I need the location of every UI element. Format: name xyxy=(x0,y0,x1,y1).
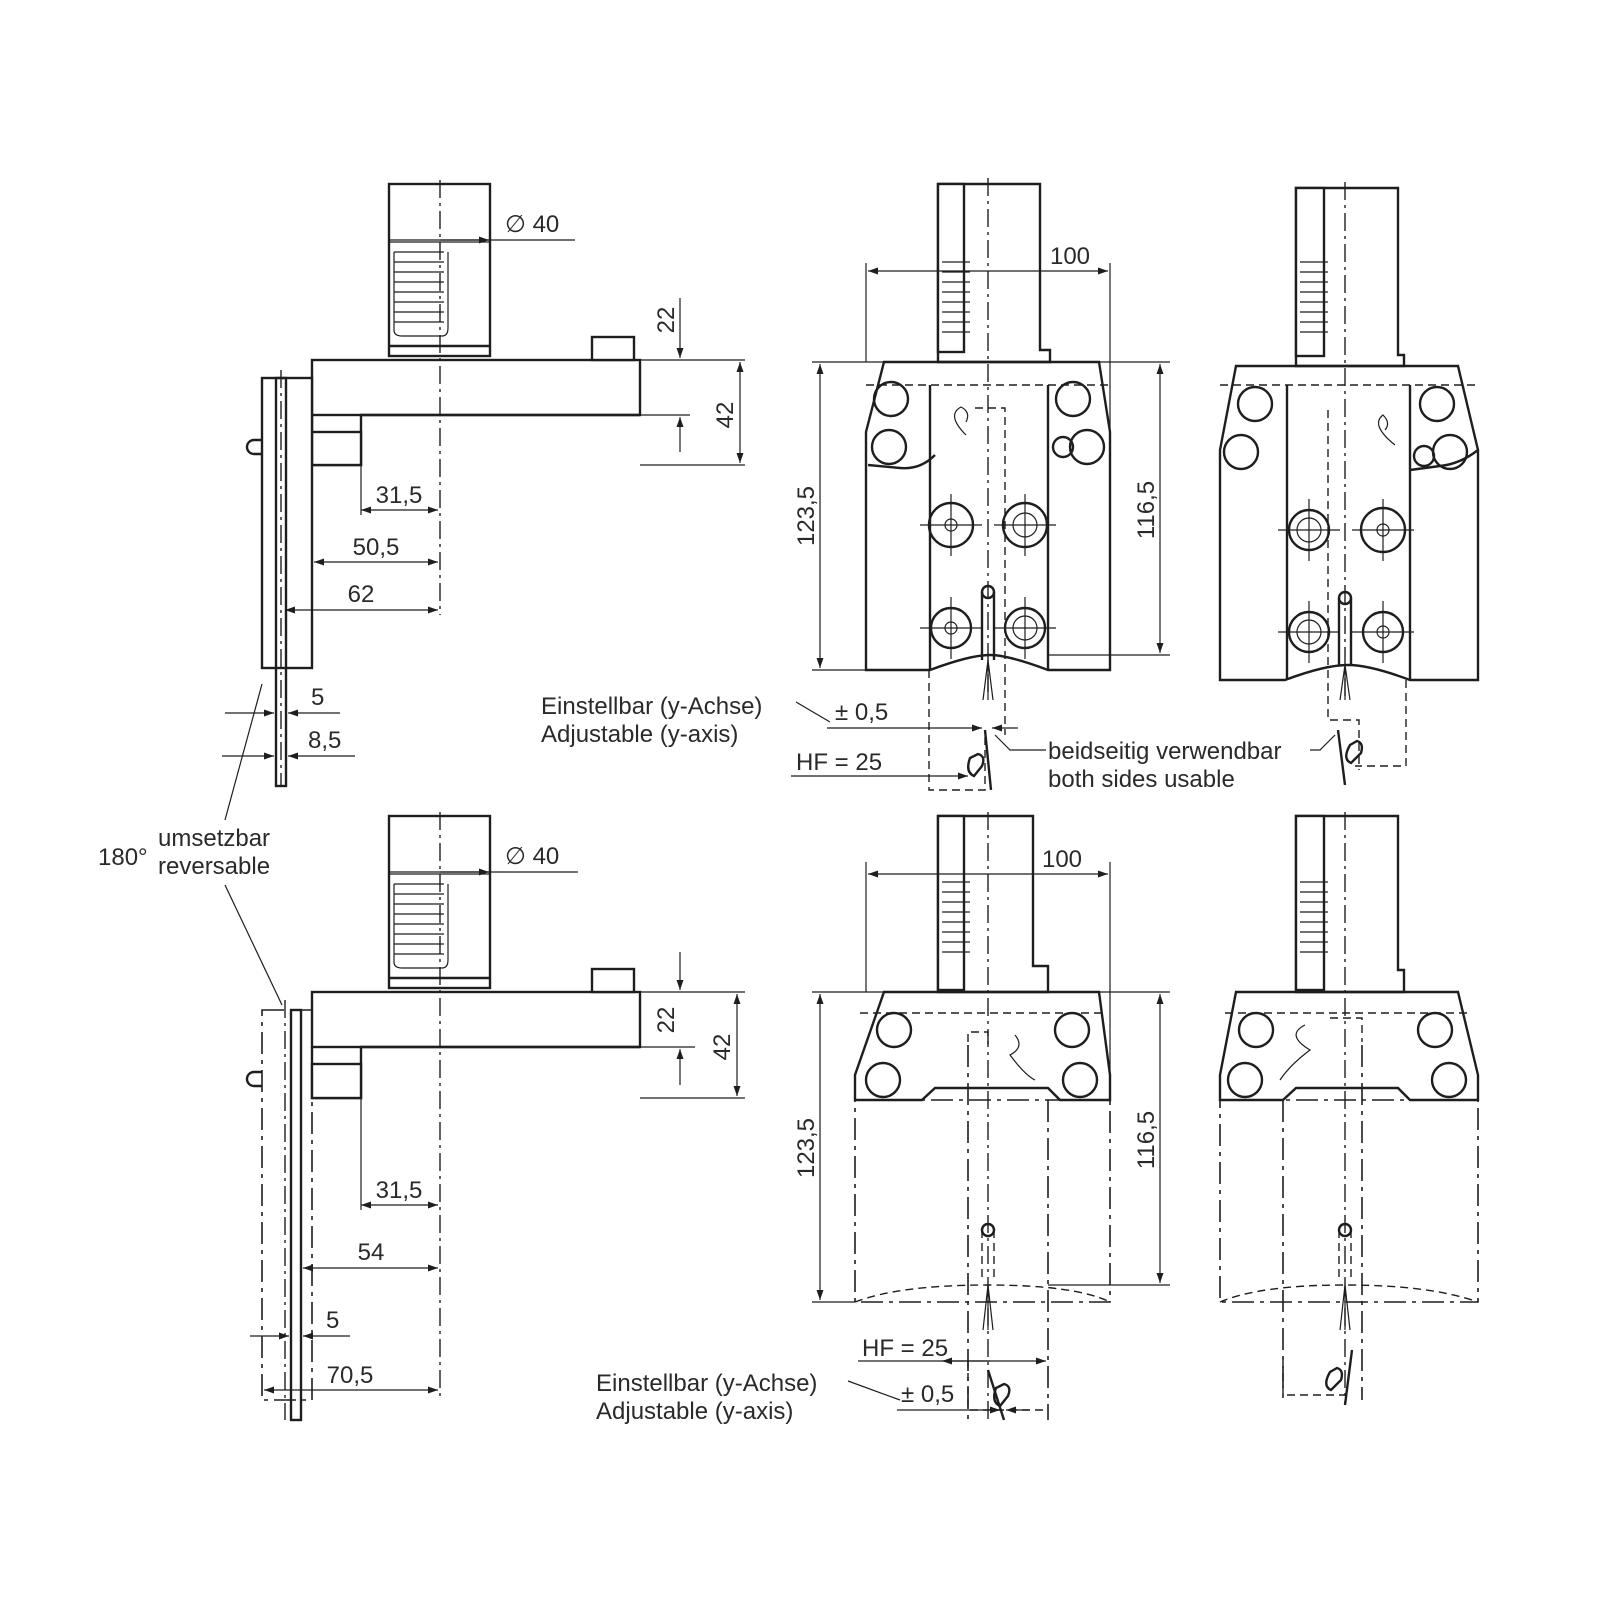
dim-5-top: 5 xyxy=(311,684,324,711)
holder-body-top xyxy=(310,358,642,417)
bottom-side-view: ∅ 40 22 42 31,5 54 5 70,5 xyxy=(245,812,745,1422)
note-both-sides-de: beidseitig verwendbar xyxy=(1048,738,1281,765)
shank-top xyxy=(387,182,492,358)
hf-top: HF = 25 xyxy=(796,749,882,776)
dim-22-bottom: 22 xyxy=(653,1007,680,1034)
tol-bottom: ± 0,5 xyxy=(901,1381,954,1408)
rotation-degree: 180° xyxy=(98,844,148,871)
dim-70-5-bottom: 70,5 xyxy=(327,1362,374,1389)
rotation-note: 180° umsetzbar reversable xyxy=(98,683,283,1006)
dim-diameter-top: ∅ 40 xyxy=(505,211,559,238)
dim-123-5-top: 123,5 xyxy=(793,486,820,546)
top-front-view: 100 123,5 116,5 ± 0,5 HF = 25 xyxy=(791,178,1170,791)
dim-8-5-top: 8,5 xyxy=(308,727,341,754)
bottom-notes: Einstellbar (y-Achse) Adjustable (y-axis… xyxy=(596,1370,901,1425)
note-adjustable-de-bottom: Einstellbar (y-Achse) xyxy=(596,1370,817,1397)
dim-62-top: 62 xyxy=(348,581,375,608)
dim-22-top: 22 xyxy=(653,307,680,334)
tol-top: ± 0,5 xyxy=(835,699,888,726)
top-notes: Einstellbar (y-Achse) Adjustable (y-axis… xyxy=(541,693,1336,793)
top-side-view: ∅ 40 22 42 31,5 50,5 62 5 8,5 xyxy=(222,180,745,788)
rotation-de: umsetzbar xyxy=(158,825,270,852)
dim-31-5-bottom: 31,5 xyxy=(376,1177,423,1204)
note-adjustable-en-top: Adjustable (y-axis) xyxy=(541,721,738,748)
dim-diameter-bottom: ∅ 40 xyxy=(505,843,559,870)
dim-5-bottom: 5 xyxy=(326,1307,339,1334)
dim-116-5-bottom: 116,5 xyxy=(1133,1111,1160,1169)
bottom-front-view: 100 123,5 116,5 HF = 25 ± 0,5 xyxy=(793,812,1170,1421)
bottom-front-view-mirror xyxy=(1218,812,1480,1406)
dim-42-bottom: 42 xyxy=(709,1034,736,1061)
note-adjustable-en-bottom: Adjustable (y-axis) xyxy=(596,1398,793,1425)
dim-100-bottom: 100 xyxy=(1042,846,1082,873)
hf-bottom: HF = 25 xyxy=(862,1335,948,1362)
dim-31-5-top: 31,5 xyxy=(376,482,423,509)
dim-116-5-top: 116,5 xyxy=(1133,481,1160,539)
dim-50-5-top: 50,5 xyxy=(353,534,400,561)
top-front-view-mirror xyxy=(1218,182,1480,786)
bolt-holes-top-left xyxy=(870,380,1106,659)
note-both-sides-en: both sides usable xyxy=(1048,766,1235,793)
dim-42-top: 42 xyxy=(712,402,739,429)
dim-123-5-bottom: 123,5 xyxy=(793,1118,820,1178)
rotation-en: reversable xyxy=(158,853,270,880)
dim-100-top: 100 xyxy=(1050,243,1090,270)
note-adjustable-de-top: Einstellbar (y-Achse) xyxy=(541,693,762,720)
dim-54-bottom: 54 xyxy=(358,1239,385,1266)
